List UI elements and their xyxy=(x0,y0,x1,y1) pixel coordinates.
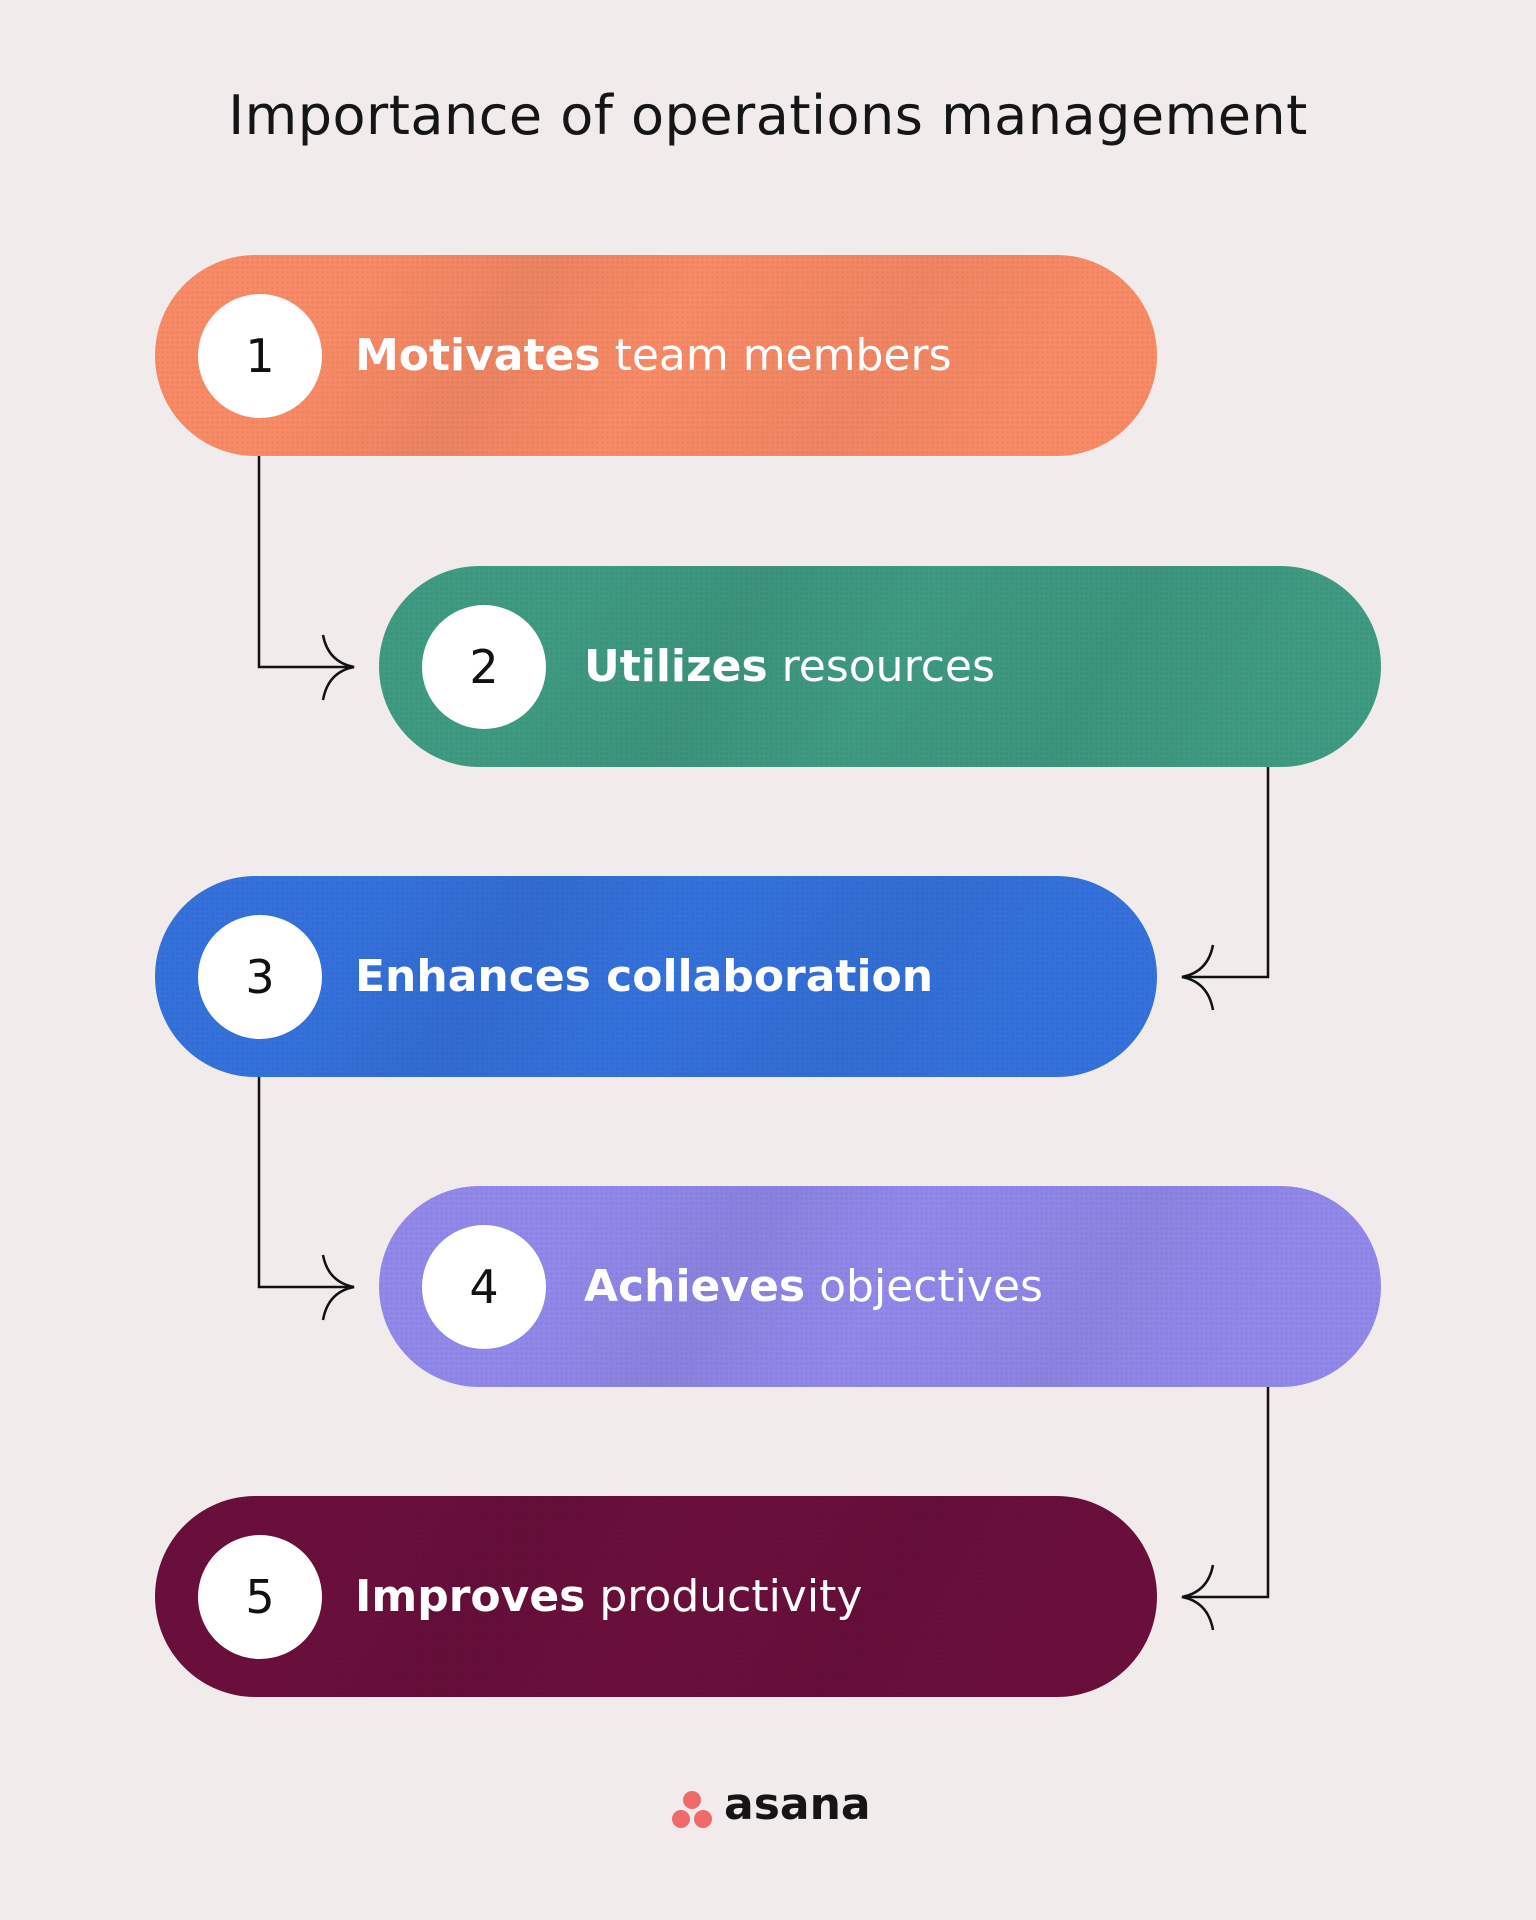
connector-arrow-2-3 xyxy=(1182,767,1270,979)
step-5-pill: 5 Improves productivity xyxy=(155,1496,1157,1697)
step-label: Enhances collaboration xyxy=(355,876,933,1077)
step-number-badge: 1 xyxy=(198,294,322,418)
logo-wordmark: asana xyxy=(724,1779,871,1830)
step-label: Achieves objectives xyxy=(584,1186,1043,1387)
step-number-badge: 5 xyxy=(198,1535,322,1659)
step-label: Utilizes resources xyxy=(584,566,995,767)
connector-arrow-4-5 xyxy=(1182,1387,1270,1599)
step-number-badge: 3 xyxy=(198,915,322,1039)
step-number-badge: 4 xyxy=(422,1225,546,1349)
step-number-badge: 2 xyxy=(422,605,546,729)
step-4-pill: 4 Achieves objectives xyxy=(379,1186,1381,1387)
step-label-bold: Improves xyxy=(355,1571,586,1622)
step-label: Motivates team members xyxy=(355,255,952,456)
step-label-bold: Motivates xyxy=(355,330,601,381)
step-3-pill: 3 Enhances collaboration xyxy=(155,876,1157,1077)
step-label-regular: team members xyxy=(600,330,952,381)
step-label-bold: Enhances collaboration xyxy=(355,951,934,1002)
step-label-bold: Utilizes xyxy=(584,641,768,692)
page-title: Importance of operations management xyxy=(228,84,1308,147)
step-2-pill: 2 Utilizes resources xyxy=(379,566,1381,767)
step-1-pill: 1 Motivates team members xyxy=(155,255,1157,456)
asana-dots-icon xyxy=(670,1787,714,1831)
step-label: Improves productivity xyxy=(355,1496,862,1697)
step-label-regular: objectives xyxy=(805,1261,1043,1312)
connector-arrow-3-4 xyxy=(257,1075,354,1289)
step-label-bold: Achieves xyxy=(584,1261,806,1312)
asana-logo: asana xyxy=(670,1779,871,1832)
connector-arrow-1-2 xyxy=(257,455,354,669)
step-label-regular: resources xyxy=(767,641,995,692)
step-label-regular: productivity xyxy=(585,1571,863,1622)
